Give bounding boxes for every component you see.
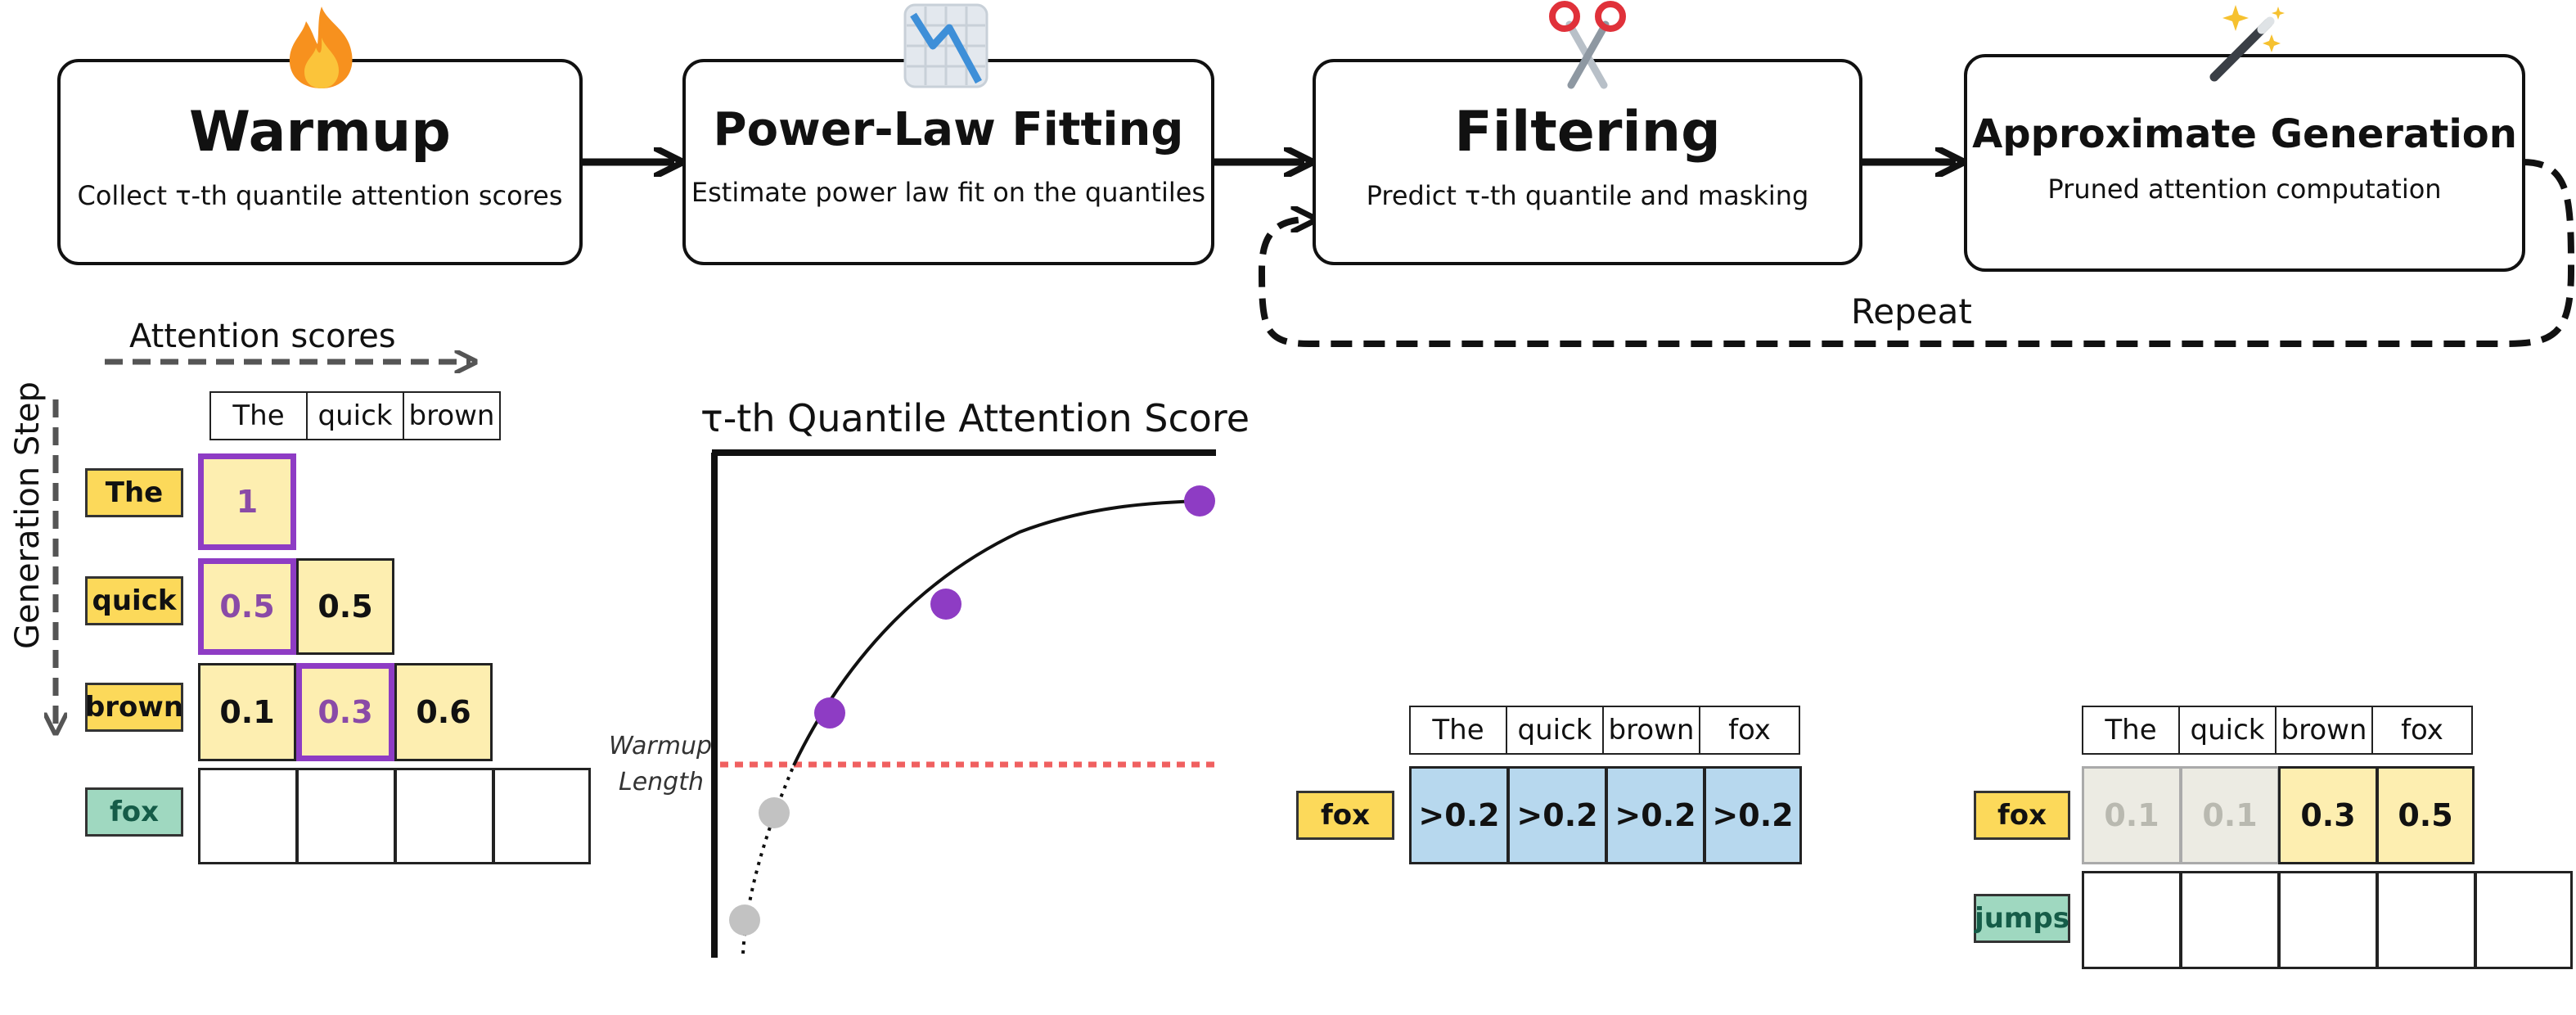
repeat-label: Repeat — [1851, 291, 1972, 332]
attention-cell-empty — [2278, 871, 2378, 969]
warmup-box: Warmup Collect τ-th quantile attention s… — [57, 59, 583, 265]
pruned-attention-cell: 0.1 — [2180, 766, 2280, 864]
row-token-the: The — [85, 468, 183, 517]
row-token-fox: fox — [1296, 791, 1394, 840]
threshold-cell: >0.2 — [1409, 766, 1509, 864]
generation-title: Approximate Generation — [1972, 111, 2517, 157]
attention-cell-quantile: 0.3 — [296, 663, 394, 761]
power-law-box: Power-Law Fitting Estimate power law fit… — [682, 59, 1214, 265]
attention-cell: 0.5 — [296, 558, 394, 655]
attention-cell-quantile: 1 — [198, 453, 296, 550]
column-header: quick — [2178, 706, 2277, 755]
fire-icon — [277, 2, 367, 92]
column-header: The — [2082, 706, 2180, 755]
column-header: fox — [1699, 706, 1800, 755]
row-token-fox: fox — [85, 787, 183, 837]
column-header: fox — [2371, 706, 2473, 755]
attention-cell: 0.5 — [2376, 766, 2475, 864]
generation-subtitle: Pruned attention computation — [2047, 174, 2442, 205]
attention-cell-empty — [2180, 871, 2280, 969]
chart-decreasing-icon — [903, 3, 989, 88]
row-token-jumps: jumps — [1974, 894, 2070, 943]
predicted-point — [759, 797, 790, 828]
row-token-brown: brown — [85, 683, 183, 732]
attention-cell: 0.1 — [198, 663, 296, 761]
warmup-length-label-line1: Warmup — [609, 732, 713, 760]
threshold-cell: >0.2 — [1605, 766, 1705, 864]
attention-cell-empty — [2082, 871, 2182, 969]
column-header: quick — [306, 391, 404, 440]
attention-cell: 0.6 — [394, 663, 493, 761]
threshold-cell: >0.2 — [1507, 766, 1607, 864]
column-header: brown — [403, 391, 501, 440]
warmup-title: Warmup — [189, 100, 451, 165]
filtering-title: Filtering — [1454, 100, 1721, 165]
filtering-subtitle: Predict τ-th quantile and masking — [1366, 180, 1809, 211]
attention-cell-empty — [296, 768, 396, 864]
quantile-chart-title: τ-th Quantile Attention Score — [700, 396, 1250, 440]
pruned-attention-cell: 0.1 — [2082, 766, 2182, 864]
attention-cell-quantile: 0.5 — [198, 558, 296, 655]
warmup-point — [1184, 485, 1215, 517]
warmup-point — [814, 697, 845, 729]
column-header: The — [1409, 706, 1507, 755]
column-header: brown — [1602, 706, 1700, 755]
repeat-loop-arrow — [1258, 159, 2575, 347]
column-header: quick — [1506, 706, 1604, 755]
row-token-quick: quick — [85, 576, 183, 625]
warmup-length-label-line2: Length — [619, 768, 705, 796]
magic-wand-icon — [2203, 2, 2288, 87]
attention-cell-empty — [493, 768, 591, 864]
attention-cell-empty — [394, 768, 494, 864]
power-law-subtitle: Estimate power law fit on the quantiles — [691, 177, 1206, 208]
row-token-fox: fox — [1974, 791, 2070, 840]
generation-step-label: Generation Step — [9, 381, 47, 649]
predicted-point — [729, 904, 760, 936]
attention-scores-label: Attention scores — [129, 318, 396, 355]
column-header: brown — [2275, 706, 2373, 755]
column-header: The — [209, 391, 308, 440]
scissors-icon — [1545, 0, 1630, 90]
quantile-chart — [711, 449, 1218, 958]
attention-cell-empty — [2376, 871, 2476, 969]
warmup-subtitle: Collect τ-th quantile attention scores — [77, 180, 563, 211]
generation-box: Approximate Generation Pruned attention … — [1964, 54, 2525, 272]
power-law-title: Power-Law Fitting — [713, 103, 1184, 156]
attention-cell-empty — [198, 768, 298, 864]
attention-cell: 0.3 — [2278, 766, 2378, 864]
filtering-box: Filtering Predict τ-th quantile and mask… — [1313, 59, 1862, 265]
warmup-point — [930, 589, 961, 620]
power-law-curve — [792, 499, 1200, 766]
attention-cell-empty — [2475, 871, 2573, 969]
threshold-cell: >0.2 — [1704, 766, 1802, 864]
